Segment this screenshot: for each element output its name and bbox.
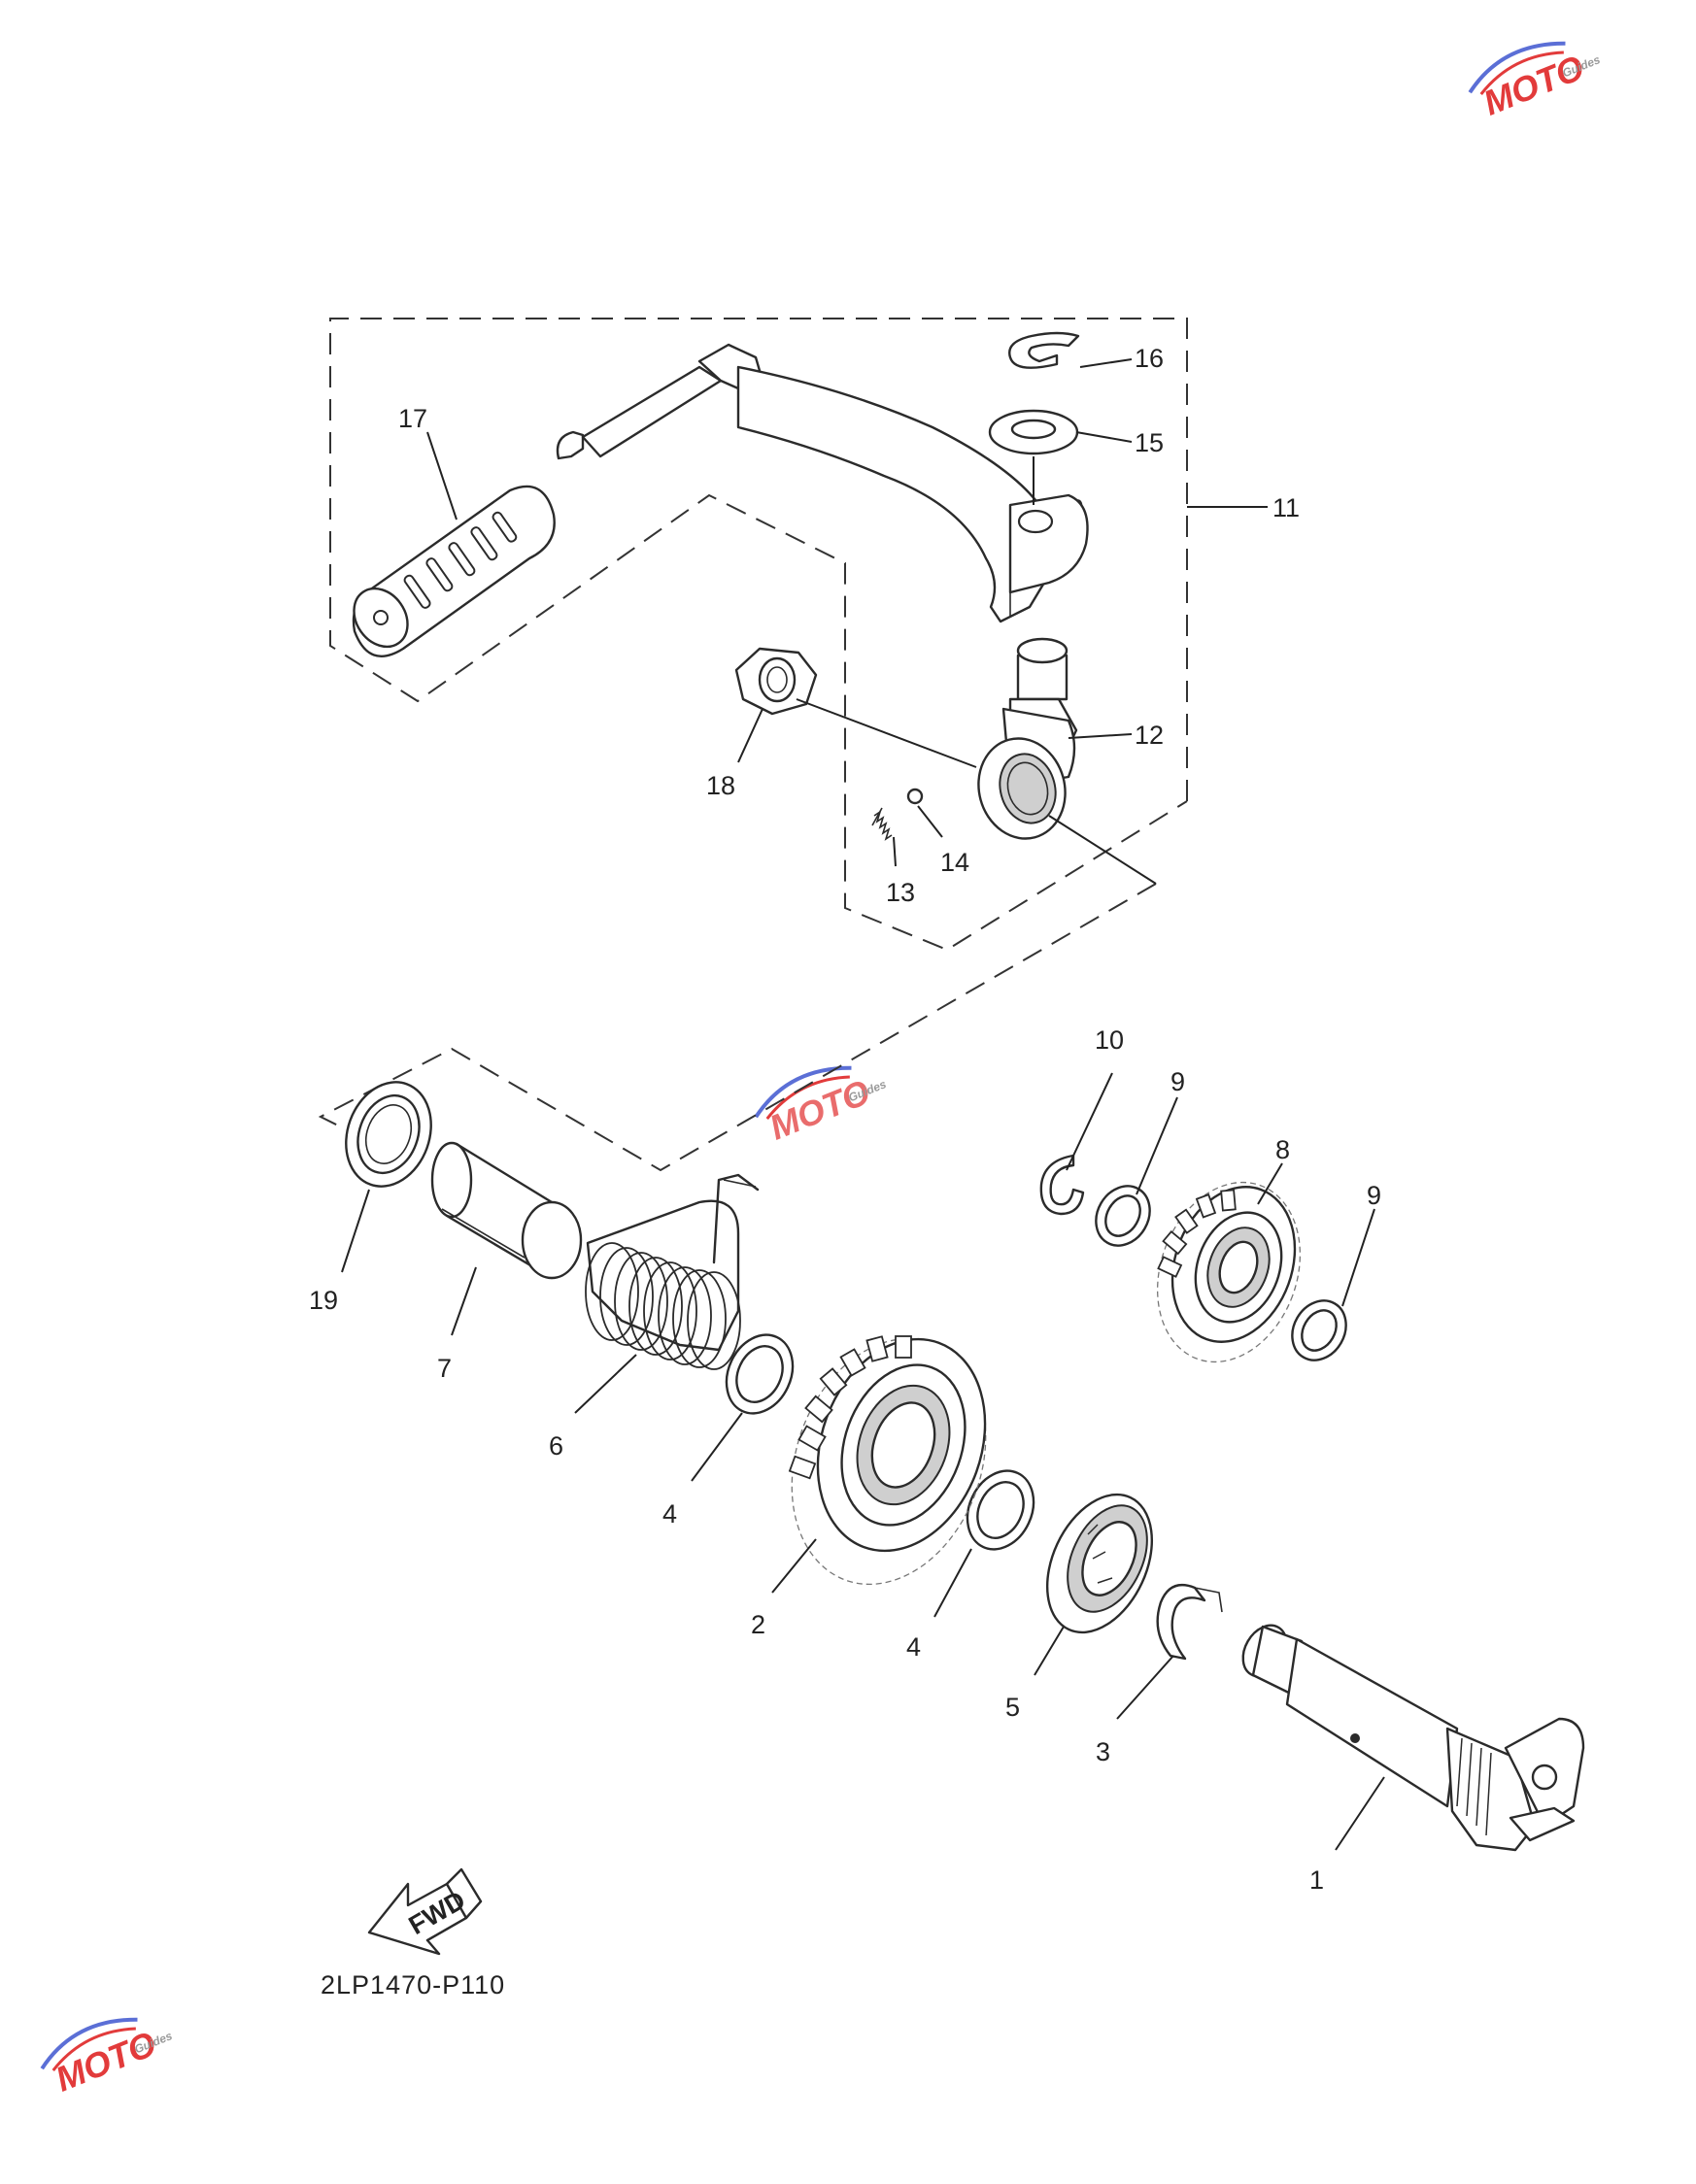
label-19: 19: [309, 1286, 338, 1315]
label-5: 5: [1005, 1693, 1020, 1722]
fwd-direction-arrow-icon: FWD: [367, 1867, 483, 1956]
label-12: 12: [1135, 721, 1164, 750]
label-11: 11: [1272, 493, 1300, 522]
kick-crank-arm-part: [556, 343, 1089, 623]
washer-part-4b: [966, 1469, 1035, 1551]
label-8: 8: [1275, 1135, 1290, 1164]
label-4b: 4: [906, 1632, 921, 1662]
watermark-logo-bottom-left: MOTO Guides: [40, 2017, 175, 2100]
washer-part-9a: [1095, 1185, 1151, 1247]
washer-part-15: [988, 409, 1079, 505]
label-6: 6: [549, 1431, 563, 1461]
drawing-code: 2LP1470-P110: [321, 1970, 505, 1999]
label-13: 13: [886, 878, 915, 907]
nut-part-18: [734, 647, 818, 716]
ratchet-part-5: [1045, 1493, 1154, 1634]
idle-gear-part-8: [1156, 1181, 1302, 1363]
label-10: 10: [1095, 1025, 1124, 1055]
circlip-part-10: [1039, 1154, 1085, 1216]
kick-spring-part-6: [585, 1173, 760, 1370]
circlip-part-16: [1008, 331, 1080, 369]
label-14: 14: [940, 848, 969, 877]
kick-crank-assembly-outline: [329, 318, 1188, 952]
washer-part-9b: [1291, 1299, 1347, 1361]
label-3: 3: [1096, 1737, 1110, 1766]
label-1: 1: [1309, 1865, 1324, 1895]
label-16: 16: [1135, 344, 1164, 373]
label-15: 15: [1135, 428, 1164, 457]
label-7: 7: [437, 1354, 452, 1383]
label-4a: 4: [662, 1499, 677, 1529]
collar-part-7: [430, 1141, 583, 1280]
leader-lines: [341, 358, 1385, 1851]
clip-part-3: [1156, 1583, 1223, 1661]
watermark-logo-center: MOTO Guides: [754, 1065, 889, 1148]
watermark-logo-top-right: MOTO Guides: [1468, 41, 1603, 123]
kick-boss-part-12: [977, 637, 1078, 840]
shaft-alignment-line: [318, 883, 1157, 1172]
label-9a: 9: [1170, 1067, 1185, 1096]
label-9b: 9: [1367, 1181, 1381, 1210]
kick-grip-part: [352, 485, 556, 657]
ball-part-14: [906, 788, 924, 805]
kick-shaft-part-1: [1241, 1624, 1585, 1852]
part-number-labels: 16 15 11 17 12 18 14 13 10 9 8 9 19 7 6 …: [309, 344, 1381, 1895]
washer-part-4a: [725, 1333, 795, 1415]
label-2: 2: [751, 1610, 765, 1639]
oil-seal-part-19: [345, 1081, 432, 1188]
spring-part-13: [871, 807, 893, 841]
kick-gear-part-2: [788, 1335, 987, 1586]
label-18: 18: [706, 771, 735, 800]
label-17: 17: [398, 404, 427, 433]
